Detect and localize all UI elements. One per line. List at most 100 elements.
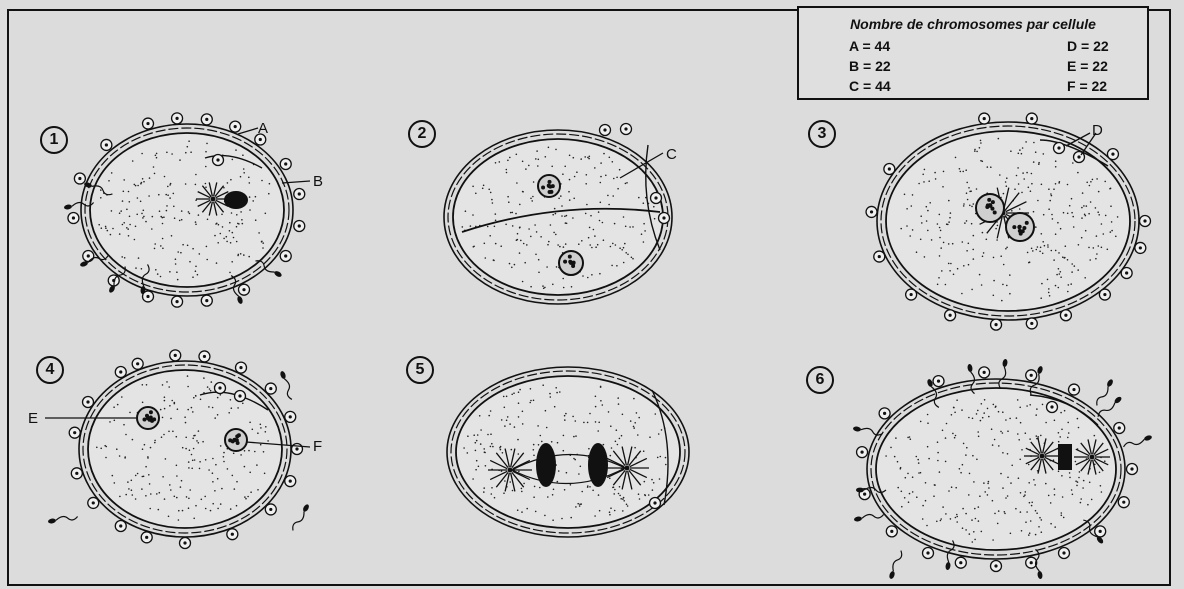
cell-4-follicle-6-nucleus [295, 447, 298, 450]
cell-4-follicle-8-nucleus [269, 508, 272, 511]
cell-4-pronucleus-e-chromatin-6 [149, 410, 153, 414]
cell-6-follicle-2-nucleus [1030, 374, 1033, 377]
cell-6-follicle-9-nucleus [1030, 561, 1033, 564]
cell-3-pronucleus-2-chromatin-5 [1018, 225, 1022, 229]
cell-2-nucleus-bottom-chromatin-6 [568, 255, 572, 259]
cell-2-polar-body-1-nucleus [654, 196, 657, 199]
cell-1-follicle-4-nucleus [259, 138, 262, 141]
legend-entry-f: F = 22 [1067, 78, 1107, 94]
label-e: E [28, 410, 38, 427]
cell-6-follicle-1-nucleus [983, 371, 986, 374]
label-a: A [258, 120, 268, 137]
cell-5-chromosomes-right [588, 443, 608, 487]
cell-3-follicle-7-nucleus [1064, 314, 1067, 317]
cell-1-follicle-14-nucleus [87, 254, 90, 257]
cell-4-follicle-2-nucleus [203, 355, 206, 358]
cell-6-follicle-12-nucleus [926, 551, 929, 554]
cell-3-follicle-5-nucleus [1125, 271, 1128, 274]
cell-1-follicle-15-nucleus [72, 216, 75, 219]
cell-4-follicle-4-nucleus [269, 387, 272, 390]
cell-4-follicle-5-nucleus [289, 415, 292, 418]
cell-2-follicle-0-nucleus [603, 128, 606, 131]
cell-4-polar-body-2-nucleus [238, 394, 241, 397]
cell-6-follicle-13-nucleus [890, 530, 893, 533]
cell-6-follicle-14-nucleus [863, 493, 866, 496]
label-f: F [313, 438, 322, 455]
cell-2-nucleus-bottom-chromatin-4 [568, 260, 572, 264]
cell-6-follicle-0-nucleus [937, 379, 940, 382]
cell-6-follicle-7-nucleus [1099, 530, 1102, 533]
cell-2-polar-body-2-nucleus [662, 216, 665, 219]
cell-4-pronucleus-e-chromatin-5 [149, 415, 153, 419]
cell-6-aster-right-center [1090, 455, 1095, 460]
legend-entry-c: C = 44 [849, 78, 891, 94]
cell-3-follicle-14-nucleus [888, 167, 891, 170]
cell-4-follicle-13-nucleus [92, 501, 95, 504]
cell-5-polar-body-nucleus [653, 501, 656, 504]
panel-number-2: 2 [408, 120, 436, 148]
cell-3-pronucleus-1-chromatin-7 [987, 198, 991, 202]
cell-2-nucleus-bottom-chromatin-5 [572, 261, 576, 265]
cell-3-follicle-8-nucleus [1030, 322, 1033, 325]
cell-6-membrane [876, 388, 1116, 550]
cell-3-pronucleus-1-chromatin-5 [993, 211, 997, 215]
cell-3-follicle-11-nucleus [910, 293, 913, 296]
cell-1-follicle-11-nucleus [175, 300, 178, 303]
cell-3-pronucleus-2-chromatin-1 [1025, 221, 1029, 225]
cell-1-follicle-3-nucleus [234, 125, 237, 128]
cell-6-sperm-7-head [856, 488, 864, 493]
legend-entry-e: E = 22 [1067, 58, 1108, 74]
cell-1-follicle-8-nucleus [284, 254, 287, 257]
cell-4-follicle-9-nucleus [231, 533, 234, 536]
cell-6-follicle-6-nucleus [1122, 501, 1125, 504]
cell-4-follicle-14-nucleus [75, 472, 78, 475]
cell-2-membrane [453, 139, 663, 295]
chromosome-legend: Nombre de chromosomes par cellule A = 44… [797, 6, 1149, 100]
cell-3-pronucleus-2-chromatin-4 [1022, 226, 1026, 230]
legend-entry-d: D = 22 [1067, 38, 1109, 54]
cell-6-aster-left-center [1040, 454, 1045, 459]
cell-1-follicle-1-nucleus [175, 117, 178, 120]
cell-4-follicle-11-nucleus [145, 536, 148, 539]
panel-number-1: 1 [40, 126, 68, 154]
cell-2-nucleus-top-chromatin-1 [541, 186, 545, 190]
cell-4-follicle-12-nucleus [119, 524, 122, 527]
cell-5-chromosomes-left [536, 443, 556, 487]
cell-3-follicle-6-nucleus [1103, 293, 1106, 296]
cell-4-pronucleus-e-chromatin-0 [142, 418, 146, 422]
cell-5-membrane [456, 376, 680, 528]
cell-4-pronucleus-f-chromatin-6 [231, 439, 235, 443]
cell-4-follicle-10-nucleus [183, 541, 186, 544]
cell-6-follicle-10-nucleus [994, 564, 997, 567]
panel-number-3: 3 [808, 120, 836, 148]
label-b: B [313, 173, 323, 190]
cell-2-nucleus-top-chromatin-7 [548, 185, 552, 189]
legend-entry-a: A = 44 [849, 38, 890, 54]
cell-4-follicle-17-nucleus [119, 370, 122, 373]
panel-number-4: 4 [36, 356, 64, 384]
cell-1-follicle-0-nucleus [146, 122, 149, 125]
cell-4-follicle-3-nucleus [239, 366, 242, 369]
cell-3-follicle-13-nucleus [870, 210, 873, 213]
cell-1-aster-center [211, 197, 216, 202]
legend-title: Nombre de chromosomes par cellule [799, 16, 1147, 32]
cell-4-follicle-1-nucleus [174, 354, 177, 357]
cell-4-pronucleus-f-chromatin-1 [237, 433, 241, 437]
cell-1-follicle-9-nucleus [242, 288, 245, 291]
cell-3-follicle-1-nucleus [1030, 117, 1033, 120]
cell-1-spindle [224, 191, 248, 209]
cell-1-membrane [90, 133, 284, 287]
cell-1-follicle-7-nucleus [298, 224, 301, 227]
cell-6-follicle-3-nucleus [1072, 388, 1075, 391]
label-d: D [1092, 122, 1103, 139]
cell-1-follicle-5-nucleus [284, 162, 287, 165]
label-c: C [666, 146, 677, 163]
cell-2-nucleus-top-chromatin-4 [548, 180, 552, 184]
cell-1-follicle-17-nucleus [105, 143, 108, 146]
cell-4-follicle-0-nucleus [136, 362, 139, 365]
cell-3-pronucleus-1-chromatin-0 [991, 200, 995, 204]
cell-4-follicle-16-nucleus [86, 400, 89, 403]
cell-2-nucleus-bottom-chromatin-7 [563, 260, 567, 264]
panel-number-5: 5 [406, 356, 434, 384]
cell-3-pronucleus-2-chromatin-7 [1018, 229, 1022, 233]
